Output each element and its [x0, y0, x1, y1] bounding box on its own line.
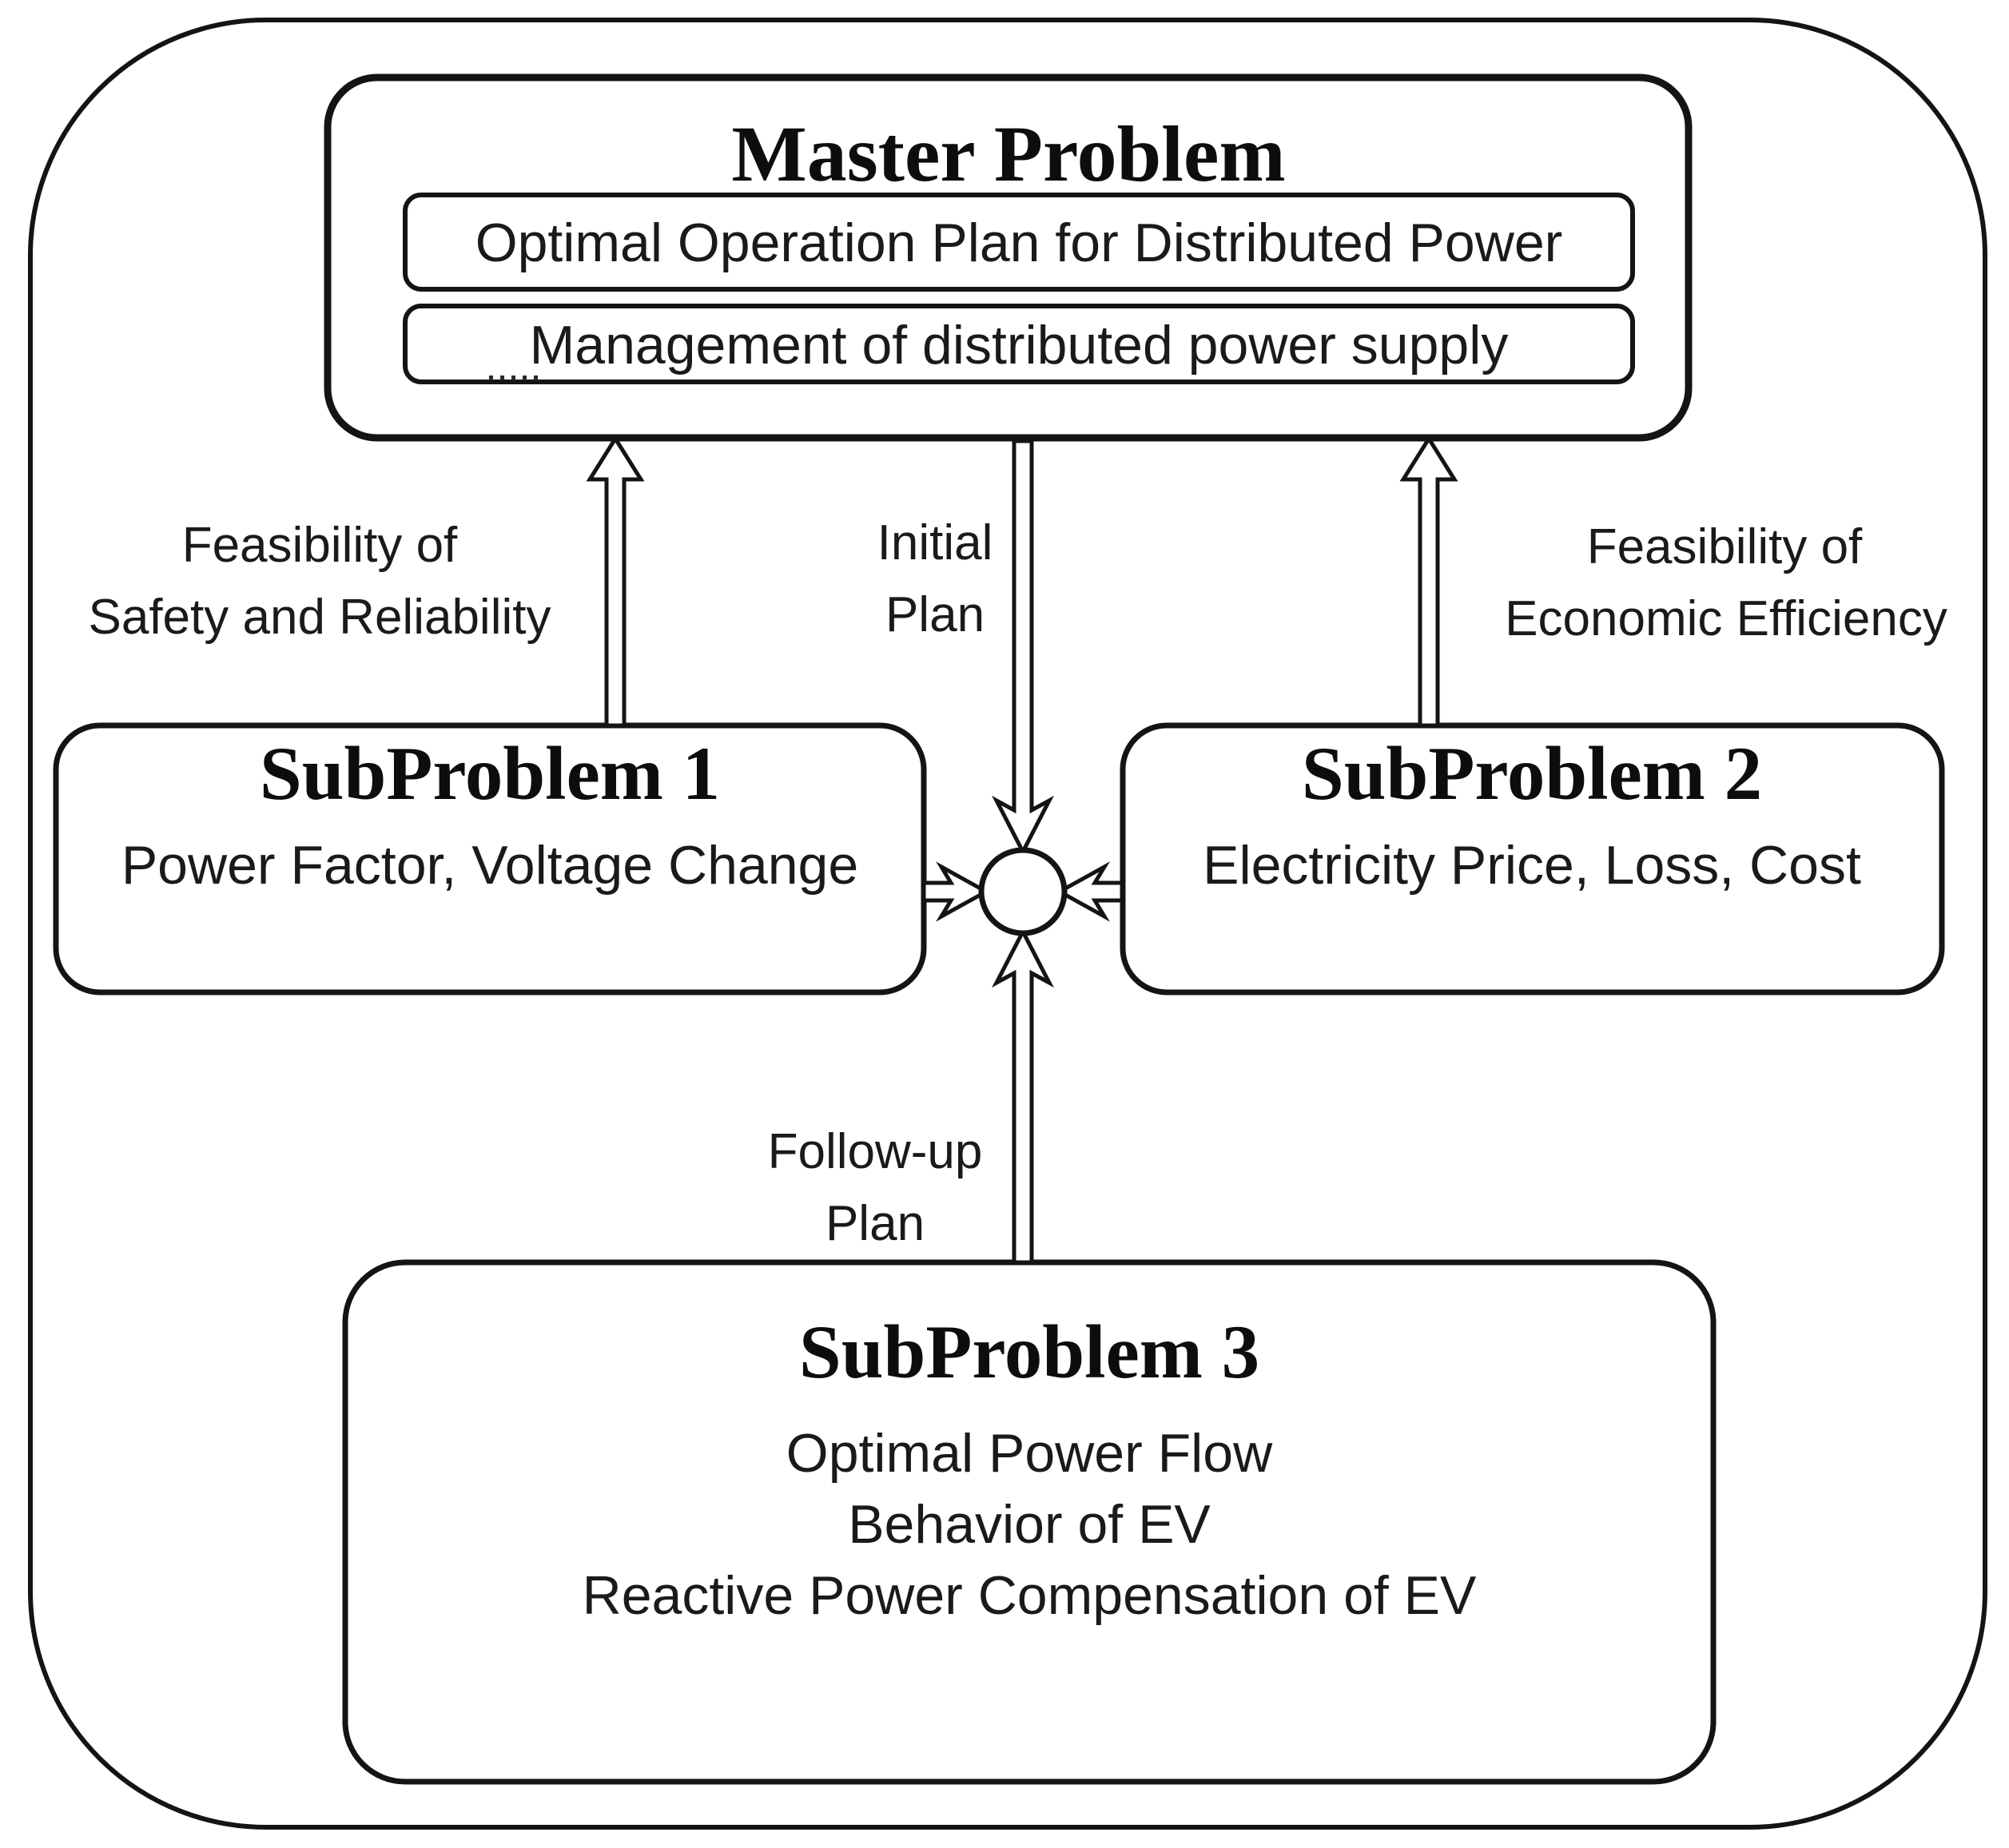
arrow-sub2-to-master	[1399, 435, 1458, 728]
arrow-sub1-to-master	[586, 435, 645, 728]
label-feasibility-safety-line2: Safety and Reliability	[89, 590, 551, 645]
label-feasibility-safety-line1: Feasibility of	[182, 518, 458, 573]
optimal-operation-plan-label: Optimal Operation Plan for Distributed P…	[475, 213, 1563, 273]
subproblem1-title: SubProblem 1	[260, 731, 720, 816]
merge-node-circle	[978, 847, 1068, 936]
subproblem1-body: Power Factor, Voltage Change	[121, 835, 858, 896]
label-followup-plan-line1: Follow-up	[768, 1124, 983, 1179]
label-initial-plan-line1: Initial	[877, 515, 993, 570]
subproblem3-line1: Optimal Power Flow	[786, 1423, 1273, 1484]
arrow-sub1-to-merge	[921, 861, 991, 922]
subproblem1-box	[53, 722, 927, 996]
arrow-sub2-to-merge	[1055, 861, 1124, 922]
subproblem3-line3: Reactive Power Compensation of EV	[583, 1565, 1477, 1626]
arrow-sub3-to-merge	[992, 927, 1054, 1265]
subproblem2-title: SubProblem 2	[1302, 731, 1762, 816]
management-box	[403, 304, 1635, 384]
label-followup-plan-line2: Plan	[825, 1196, 925, 1251]
subproblem2-box	[1120, 722, 1945, 996]
subproblem3-title: SubProblem 3	[799, 1309, 1259, 1394]
label-initial-plan-line2: Plan	[885, 587, 985, 642]
arrow-master-to-merge	[992, 439, 1054, 856]
subproblem3-line2: Behavior of EV	[848, 1494, 1211, 1555]
label-feasibility-economic-line2: Economic Efficiency	[1505, 591, 1947, 646]
label-feasibility-economic-line1: Feasibility of	[1587, 519, 1863, 574]
subproblem2-body: Electricity Price, Loss, Cost	[1203, 835, 1861, 896]
management-label: Management of distributed power supply	[530, 315, 1509, 376]
optimal-operation-plan-box	[403, 193, 1635, 292]
master-problem-title: Master Problem	[731, 109, 1285, 198]
